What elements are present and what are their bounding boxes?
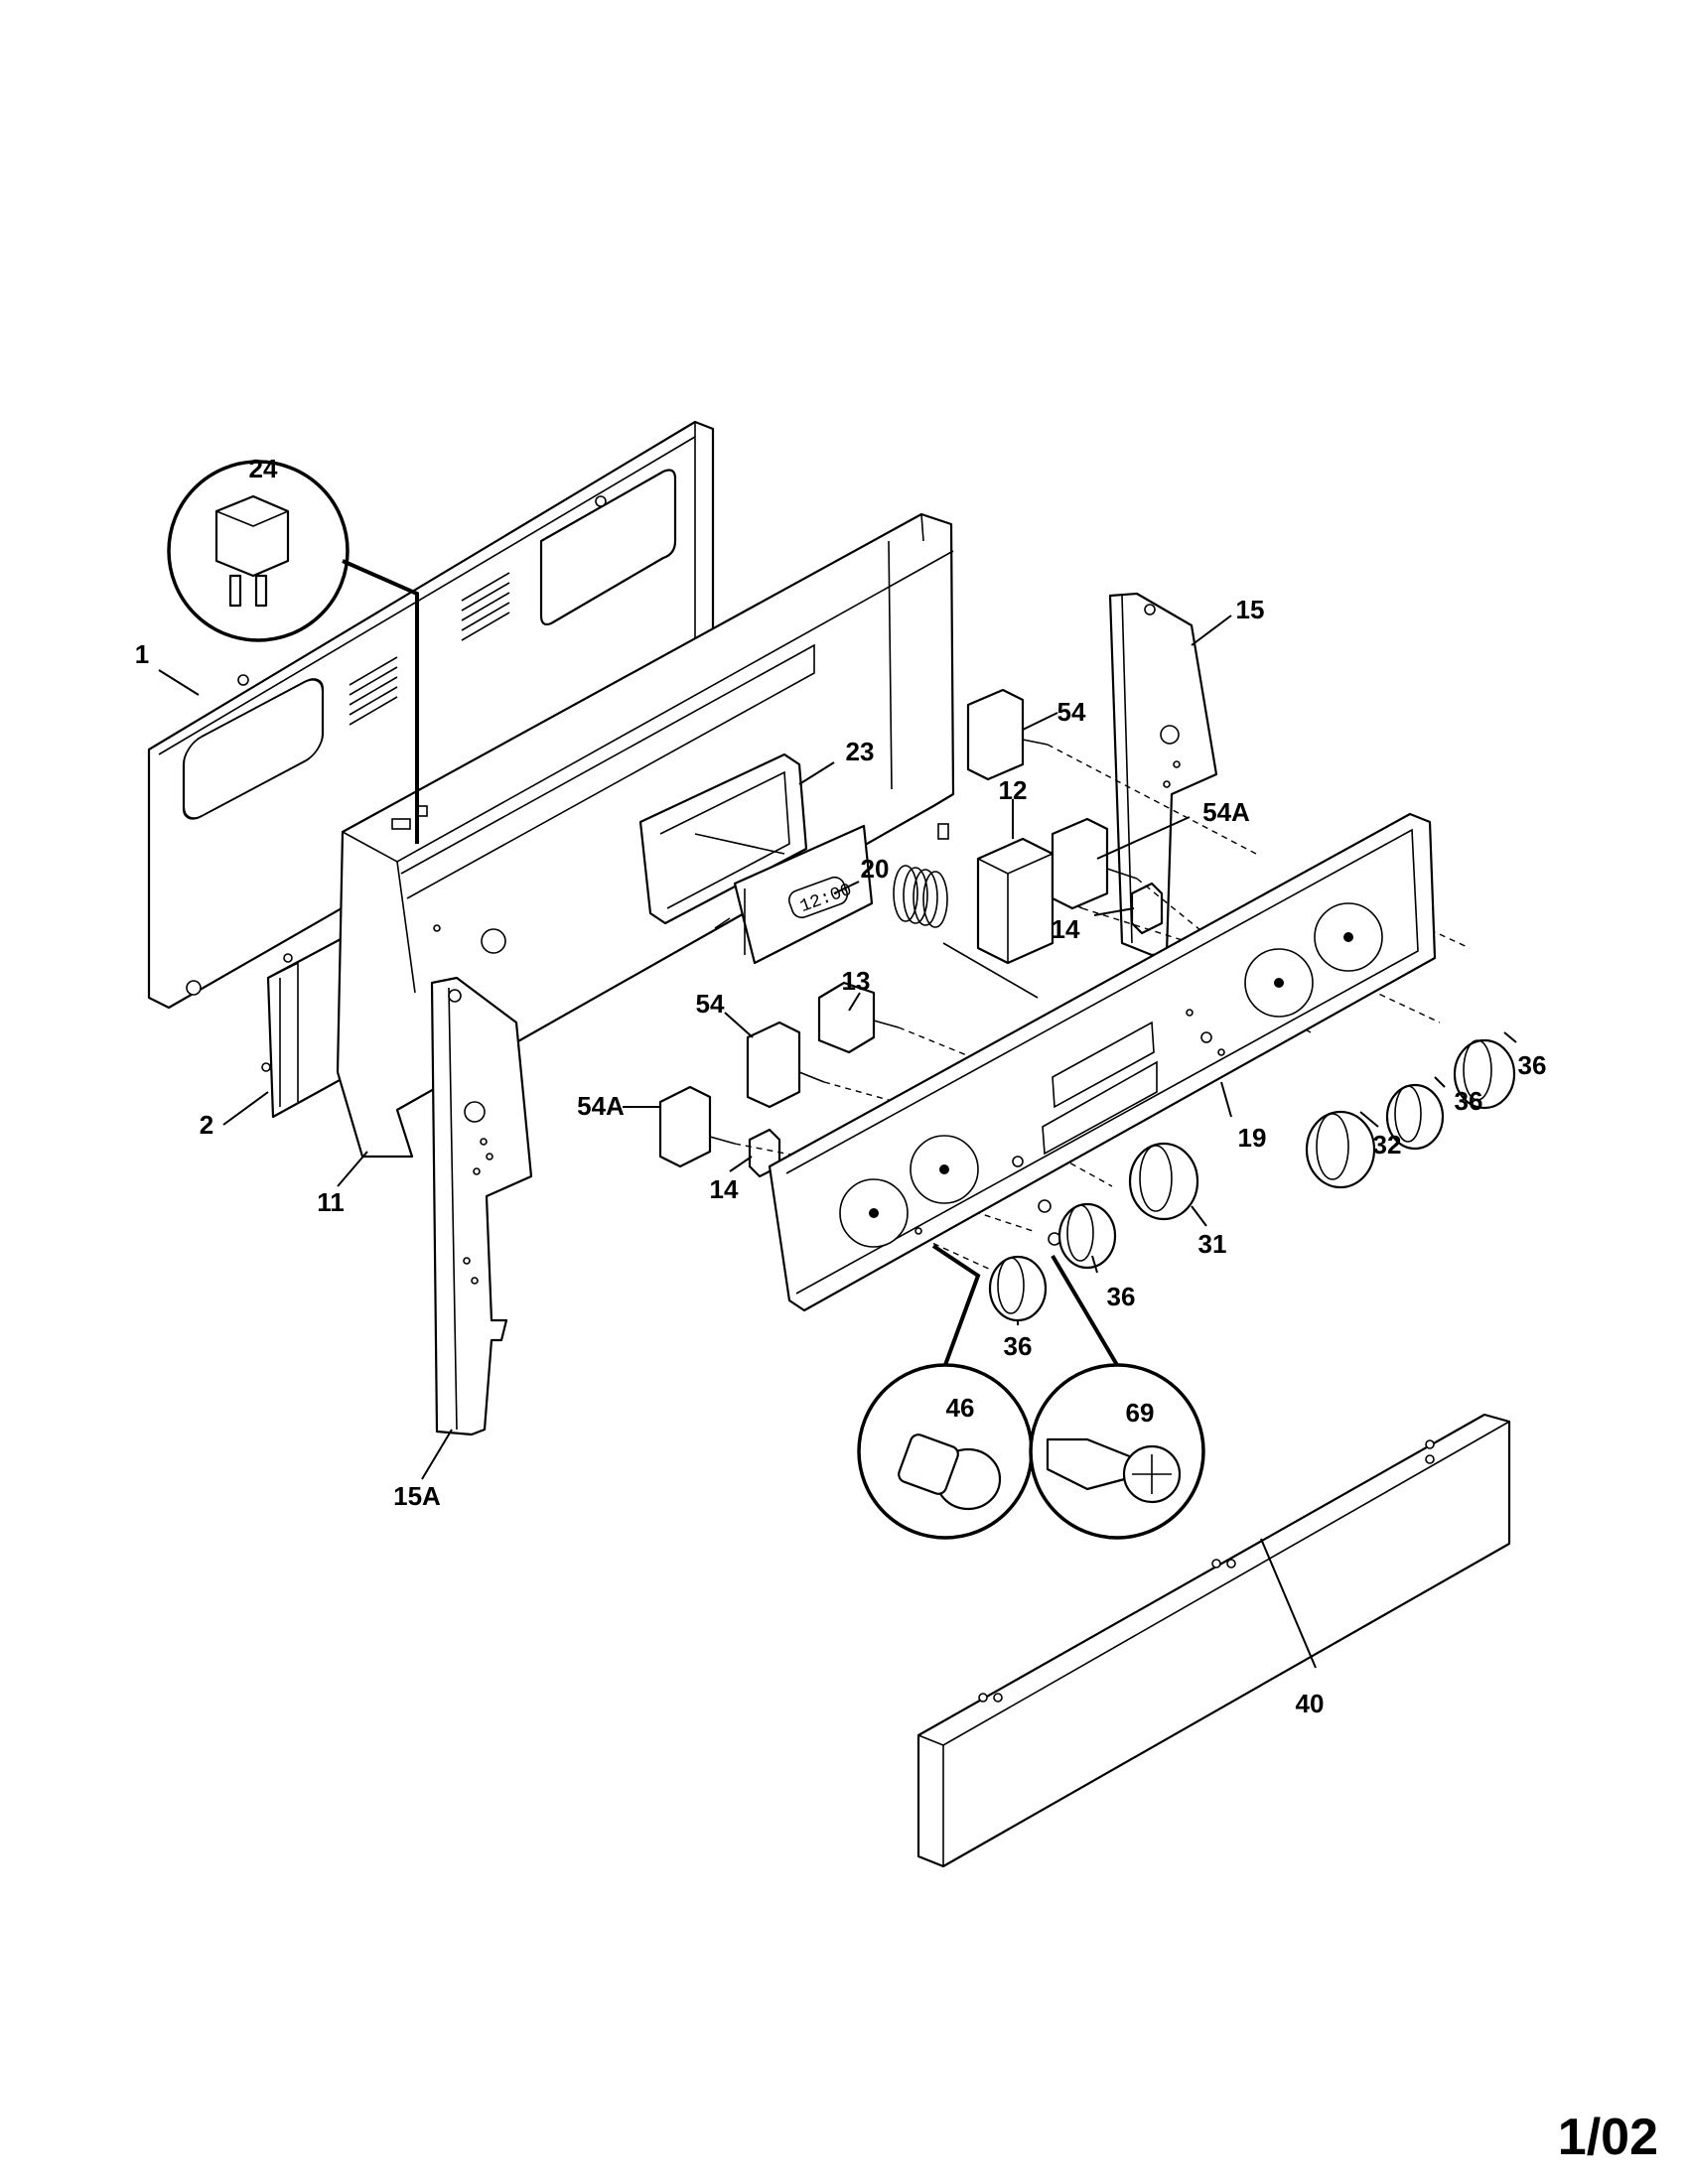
panel-screws: [1038, 1199, 1061, 1246]
callout-32: 32: [1373, 1130, 1402, 1160]
callout-54A-left: 54A: [577, 1091, 625, 1121]
switch-part-54A-left: [658, 1085, 736, 1168]
callout-31: 31: [1198, 1229, 1227, 1259]
detail-bubble-24: [167, 460, 419, 844]
callout-11: 11: [317, 1187, 345, 1217]
callout-12: 12: [999, 775, 1028, 805]
callout-54A-right: 54A: [1202, 797, 1250, 827]
knob-part-36-d: [988, 1255, 1048, 1322]
page-number: 1/02: [1558, 2109, 1658, 2166]
callout-36-d: 36: [1004, 1331, 1033, 1361]
callout-14-right: 14: [1052, 914, 1080, 944]
switch-part-54A-right: [1051, 817, 1138, 910]
callout-54-top: 54: [1057, 697, 1086, 727]
knob-part-31: [1128, 1142, 1199, 1221]
control-panel-part-19: [768, 812, 1437, 1312]
rear-panel-part-1: [147, 420, 715, 1010]
callout-36-a: 36: [1455, 1086, 1483, 1116]
trim-bar-part-40: [916, 1413, 1511, 1868]
callout-1: 1: [135, 639, 149, 669]
knob-part-36-b: [1385, 1083, 1445, 1151]
callout-24: 24: [249, 454, 278, 483]
callout-46: 46: [946, 1393, 975, 1423]
knob-part-32: [1305, 1110, 1376, 1189]
knob-part-36-a: [1453, 1038, 1516, 1110]
callout-2: 2: [200, 1110, 213, 1140]
switch-part-54-top: [966, 688, 1049, 781]
dial-ring-1: [839, 1178, 909, 1248]
coil-wire: [893, 865, 1039, 999]
callout-13: 13: [842, 966, 871, 996]
callout-40: 40: [1296, 1689, 1325, 1718]
callout-14-left: 14: [710, 1174, 739, 1204]
dial-ring-4: [1314, 902, 1383, 972]
callout-69: 69: [1126, 1398, 1155, 1428]
side-trim-part-15A: [430, 976, 533, 1436]
callout-23: 23: [846, 737, 875, 766]
detail-bubble-69: [1029, 1254, 1205, 1540]
callout-labels: 24 1 2 11 15A 23 20 12 54 15 54A 14 13 5…: [135, 454, 1547, 1718]
callout-15A: 15A: [393, 1481, 441, 1511]
switch-part-12: [976, 837, 1083, 965]
clock-part-20: 12:00: [714, 824, 874, 965]
callout-36-b: 36: [1518, 1050, 1547, 1080]
leader-lines: [158, 614, 1517, 1669]
callout-54-mid: 54: [696, 989, 725, 1019]
side-trim-part-15: [1108, 592, 1218, 957]
dial-ring-3: [1244, 948, 1314, 1018]
dial-ring-2: [910, 1135, 979, 1204]
switch-part-54-mid: [746, 1021, 825, 1109]
clock-bracket-part-23: [638, 752, 808, 925]
callout-19: 19: [1238, 1123, 1267, 1153]
callout-15: 15: [1236, 595, 1265, 624]
vent-slots: [349, 572, 510, 726]
callout-20: 20: [861, 854, 890, 884]
callout-36-c: 36: [1107, 1282, 1136, 1311]
clip-part-14-right: [1130, 882, 1164, 935]
detail-bubble-46: [857, 1244, 1034, 1540]
knob-part-36-c: [1057, 1202, 1117, 1270]
switch-part-13: [817, 981, 900, 1054]
